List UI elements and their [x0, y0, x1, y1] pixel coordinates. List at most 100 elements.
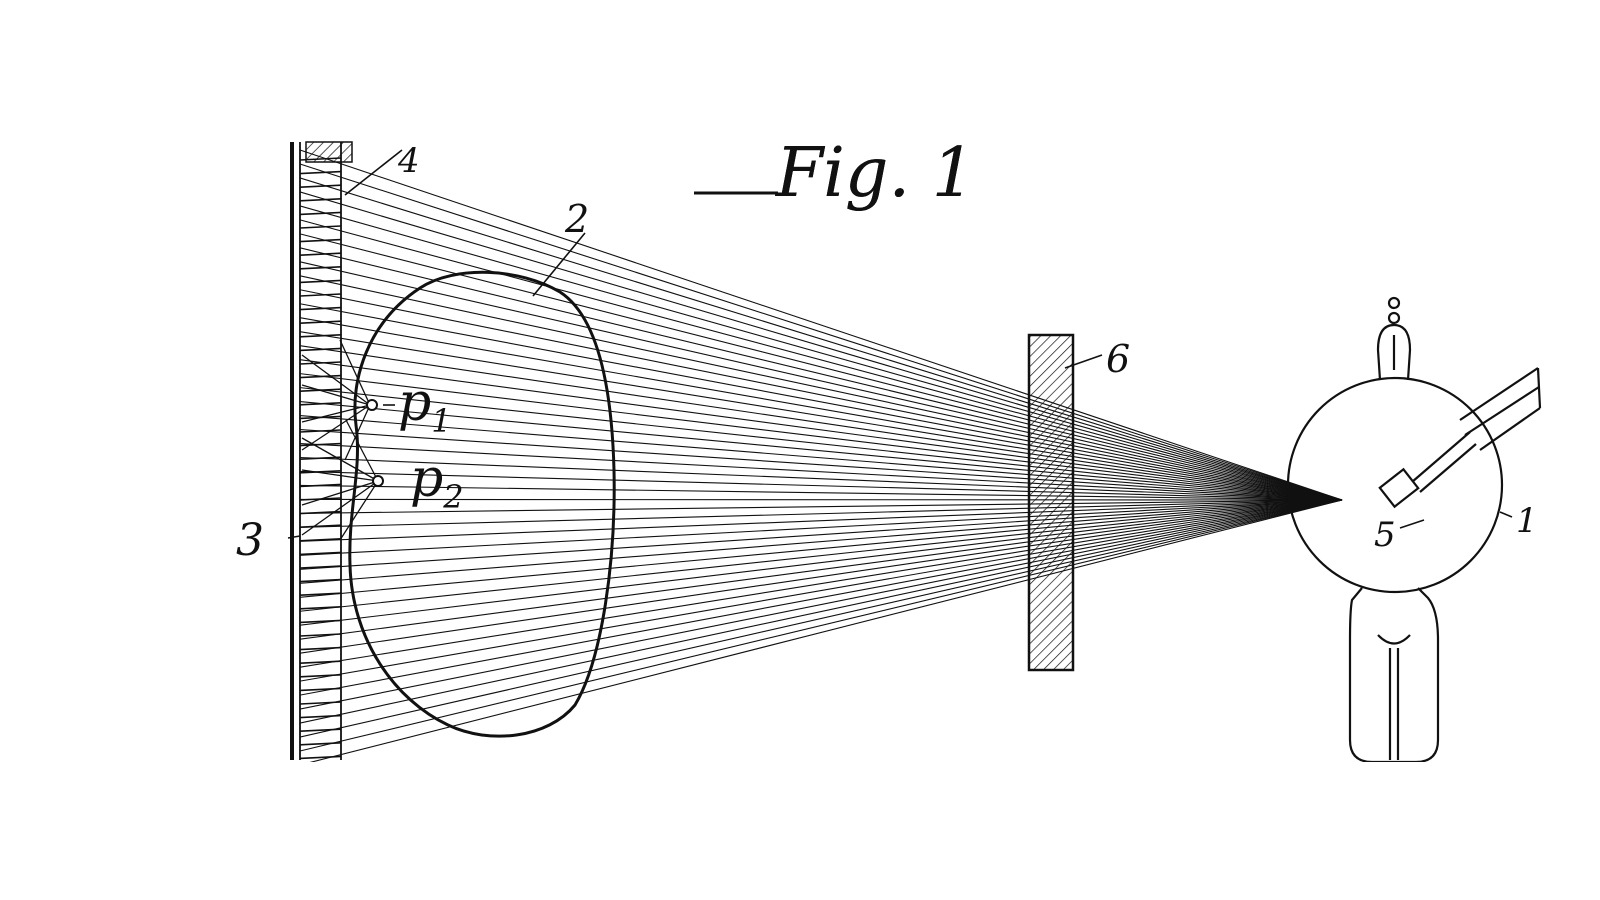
grid-slat: [299, 633, 342, 637]
ray-line: [299, 247, 1343, 501]
ray-line: [299, 303, 1343, 501]
grid-slat: [299, 306, 342, 311]
ray-line: [299, 289, 1343, 501]
ray-line: [299, 499, 1343, 598]
grid-slat: [299, 225, 342, 229]
figure-title: Fig. 1: [694, 134, 975, 213]
ray-line: [299, 470, 1343, 501]
grid-slat: [299, 293, 342, 297]
ray-line: [299, 499, 1343, 710]
ray-line: [299, 499, 1343, 514]
screen-and-grid: [290, 141, 353, 760]
ray-line: [299, 331, 1343, 501]
grid-slat: [299, 442, 342, 447]
ray-line: [299, 499, 1343, 626]
grid-slat: [299, 429, 342, 433]
ray-line: [299, 499, 1343, 654]
grid-slat: [299, 619, 342, 624]
ray-line: [299, 499, 1343, 724]
ray-line: [299, 261, 1343, 501]
grid-slat: [299, 524, 342, 528]
figure-title-text: Fig. 1: [774, 134, 975, 213]
ray-line: [299, 373, 1343, 501]
ray-line: [299, 499, 1343, 766]
ray-line: [299, 499, 1343, 612]
ray-line: [299, 205, 1343, 501]
label-screen: 3: [236, 515, 264, 566]
grid-slat: [299, 483, 342, 488]
label-p2: p2: [410, 449, 464, 516]
ray-line: [299, 442, 1343, 501]
ray-line: [299, 499, 1343, 556]
grid-slat: [299, 184, 342, 188]
top-margin: [0, 0, 1600, 140]
grid-slat: [299, 157, 342, 161]
ray-fan: [299, 149, 1343, 766]
grid-slat: [299, 238, 342, 243]
leader-lines: [287, 149, 1513, 539]
grid-slat: [299, 170, 342, 175]
ray-line: [299, 499, 1343, 682]
ray-line: [299, 499, 1343, 584]
ray-line: [299, 163, 1343, 501]
grid-slat: [299, 551, 342, 556]
tube-top-neck: [1376, 323, 1412, 381]
grid-slat: [299, 361, 342, 365]
ray-line: [299, 345, 1343, 501]
tube-bulb: [1286, 376, 1504, 594]
ray-line: [299, 498, 1343, 501]
grid-slat: [299, 592, 342, 596]
grid-slat: [299, 606, 342, 610]
grid-slat: [299, 470, 342, 474]
ray-line: [299, 387, 1343, 501]
ray-line: [299, 275, 1343, 501]
ray-line: [299, 233, 1343, 501]
right-margin: [1548, 140, 1600, 762]
ray-line: [299, 499, 1343, 640]
grid-slat: [299, 266, 342, 270]
point-p2-marker: [372, 475, 384, 487]
ray-line: [299, 499, 1343, 528]
label-filter: 6: [1106, 337, 1130, 381]
label-p1: p1: [398, 373, 452, 440]
ray-line: [299, 428, 1343, 501]
tube-bottom-neck: [1348, 587, 1440, 764]
grid-slat: [299, 374, 342, 379]
grid-slat: [299, 701, 342, 705]
object-outline: [348, 270, 616, 738]
filter-block: [1027, 333, 1075, 672]
point-p1-marker: [366, 399, 378, 411]
grid-slat: [299, 674, 342, 678]
grid-slats: [299, 157, 342, 760]
grid-slat: [299, 742, 342, 746]
grid-slat: [299, 578, 342, 583]
ray-line: [299, 415, 1343, 501]
ray-line: [299, 317, 1343, 501]
label-object: 2: [564, 197, 589, 241]
grid-slat: [299, 211, 342, 216]
grid-slat: [299, 728, 342, 732]
ray-line: [299, 149, 1343, 501]
anode-target: [1378, 467, 1420, 509]
ray-line: [299, 401, 1343, 501]
grid-slat: [299, 198, 342, 202]
ray-line: [299, 219, 1343, 501]
grid-slat: [299, 456, 342, 460]
grid-slat: [299, 279, 342, 284]
scatter-lines: [301, 339, 379, 541]
grid-slat: [299, 347, 342, 352]
ray-line: [299, 499, 1343, 738]
label-grid: 4: [397, 141, 420, 181]
ray-line: [299, 191, 1343, 501]
ray-line: [299, 499, 1343, 542]
ray-line: [299, 359, 1343, 501]
grid-slat: [299, 565, 342, 569]
grid-slat: [299, 334, 342, 338]
grid-slat: [299, 755, 342, 760]
grid-slat: [299, 687, 342, 692]
ray-line: [299, 499, 1343, 570]
ray-line: [299, 484, 1343, 501]
ray-line: [299, 499, 1343, 668]
